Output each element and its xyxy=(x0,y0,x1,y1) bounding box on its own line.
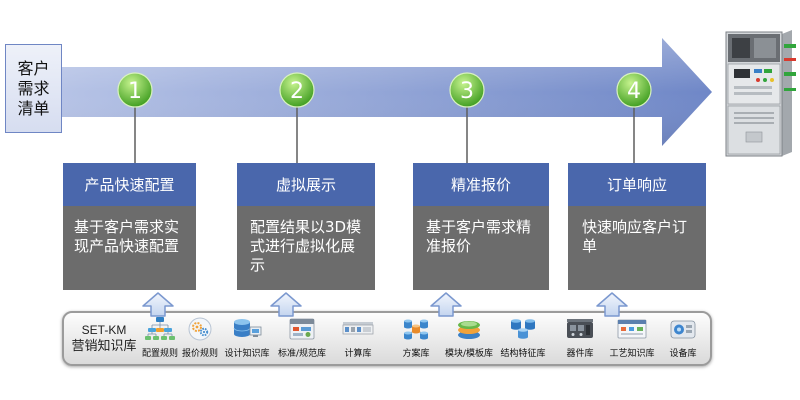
description-line: 式进行虚拟化展 xyxy=(250,237,356,255)
step-number: 1 xyxy=(128,79,142,104)
step-card-3: 精准报价 基于客户需求精 准报价 xyxy=(413,163,549,290)
kb-item-solutions: 方案库 xyxy=(388,316,444,360)
database-icon xyxy=(233,319,262,337)
description-line: 现产品快速配置 xyxy=(74,237,180,255)
step-card-title: 精准报价 xyxy=(413,163,549,206)
knowledge-base-title: SET-KM 营销知识库 xyxy=(66,323,142,355)
kb-item-label: 计算库 xyxy=(344,349,372,359)
kb-item-label: 工艺知识库 xyxy=(609,349,655,359)
kb-item-label: 方案库 xyxy=(402,349,430,359)
step-card-1: 产品快速配置 基于客户需求实 现产品快速配置 xyxy=(63,163,196,290)
kb-item-label: 报价规则 xyxy=(181,349,218,359)
kb-item-label: 结构特征库 xyxy=(500,349,546,359)
description-line: 单 xyxy=(582,237,598,255)
description-line: 配置结果以3D模 xyxy=(250,218,362,236)
knowledge-base-name: SET-KM xyxy=(81,323,127,337)
customer-requirements-box: 客户 需求 清单 xyxy=(5,44,62,133)
step-circle-3: 3 xyxy=(449,72,485,108)
component-device-icon xyxy=(567,319,593,338)
step-number: 2 xyxy=(290,79,304,104)
database-network-icon xyxy=(404,319,428,340)
kb-item-standards: 标准/规范库 xyxy=(274,316,330,360)
kb-item-quote-rules: 报价规则 xyxy=(172,316,228,360)
description-line: 基于客户需求精 xyxy=(426,218,532,236)
kb-item-label: 设备库 xyxy=(669,349,697,359)
step-card-title: 产品快速配置 xyxy=(63,163,196,206)
kb-item-config-rules: 配置规则 xyxy=(132,316,188,360)
step-number: 4 xyxy=(627,79,641,104)
hierarchy-icon xyxy=(145,317,175,340)
process-window-icon xyxy=(617,319,647,339)
knowledge-base-subtitle: 营销知识库 xyxy=(71,339,137,354)
step-card-description: 配置结果以3D模 式进行虚拟化展 示 xyxy=(237,206,375,290)
step-circle-1: 1 xyxy=(117,72,153,108)
equipment-icon xyxy=(670,320,696,339)
standards-document-icon xyxy=(289,318,315,340)
step-circle-2: 2 xyxy=(279,72,315,108)
kb-item-modules-templates: 模块/模板库 xyxy=(441,316,497,360)
step-card-description: 快速响应客户订 单 xyxy=(568,206,706,290)
kb-item-label: 模块/模板库 xyxy=(444,349,494,359)
kb-item-design-knowledge: 设计知识库 xyxy=(219,316,275,360)
step-card-title: 订单响应 xyxy=(568,163,706,206)
description-line: 示 xyxy=(250,256,266,274)
description-line: 基于客户需求实 xyxy=(74,218,180,236)
process-arrow-shading xyxy=(60,38,712,146)
gear-badge-icon xyxy=(188,317,212,341)
kb-item-structure-features: 结构特征库 xyxy=(495,316,551,360)
input-box-line: 需求 xyxy=(17,78,50,98)
kb-item-label: 标准/规范库 xyxy=(277,349,327,359)
structure-cylinders-icon xyxy=(511,319,535,339)
kb-item-label: 器件库 xyxy=(566,349,594,359)
stacked-layers-icon xyxy=(458,321,480,339)
description-line: 快速响应客户订 xyxy=(582,218,688,236)
step-card-description: 基于客户需求实 现产品快速配置 xyxy=(63,206,196,290)
switchgear-cabinet-icon xyxy=(725,30,796,157)
kb-item-calculation: 计算库 xyxy=(330,316,386,360)
input-box-line: 客户 xyxy=(17,58,50,78)
kb-item-equipment: 设备库 xyxy=(655,316,711,360)
kb-item-label: 设计知识库 xyxy=(224,349,270,359)
step-card-2: 虚拟展示 配置结果以3D模 式进行虚拟化展 示 xyxy=(237,163,375,290)
step-card-title: 虚拟展示 xyxy=(237,163,375,206)
step-card-4: 订单响应 快速响应客户订 单 xyxy=(568,163,706,290)
description-line: 准报价 xyxy=(426,237,472,255)
input-box-line: 清单 xyxy=(17,98,50,118)
kb-item-process-knowledge: 工艺知识库 xyxy=(604,316,660,360)
calculation-toolbar-icon xyxy=(342,322,374,335)
step-circle-4: 4 xyxy=(616,72,652,108)
step-card-description: 基于客户需求精 准报价 xyxy=(413,206,549,290)
step-number: 3 xyxy=(460,79,474,104)
kb-item-components: 器件库 xyxy=(552,316,608,360)
kb-item-label: 配置规则 xyxy=(141,349,178,359)
